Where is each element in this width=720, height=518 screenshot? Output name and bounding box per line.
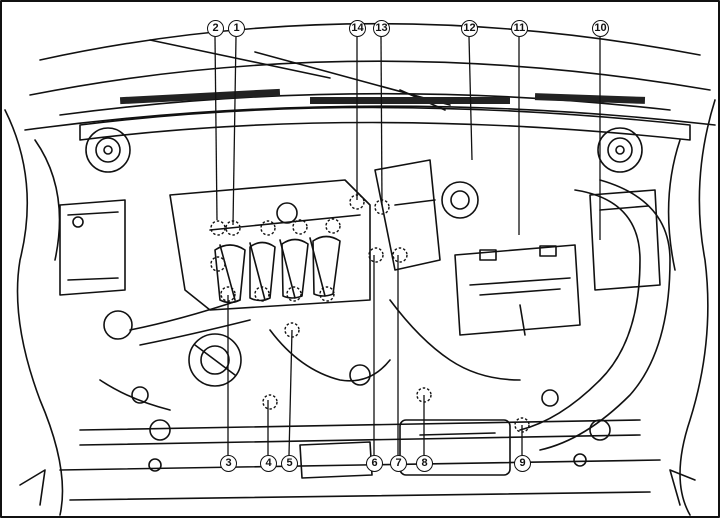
callout-4: 4: [260, 455, 277, 472]
callout-2: 2: [207, 20, 224, 37]
callout-5: 5: [281, 455, 298, 472]
callout-13: 13: [373, 20, 390, 37]
callout-14: 14: [349, 20, 366, 37]
callout-8-label: 8: [421, 457, 428, 469]
callout-11: 11: [511, 20, 528, 37]
callout-12: 12: [461, 20, 478, 37]
callout-4-label: 4: [265, 457, 272, 469]
callout-9: 9: [514, 455, 531, 472]
callout-1-label: 1: [233, 22, 240, 34]
callout-6-label: 6: [371, 457, 378, 469]
callout-6: 6: [366, 455, 383, 472]
callout-9-label: 9: [519, 457, 526, 469]
callout-14-label: 14: [351, 22, 364, 34]
callout-1: 1: [228, 20, 245, 37]
callout-13-label: 13: [375, 22, 388, 34]
callout-10: 10: [592, 20, 609, 37]
callout-5-label: 5: [286, 457, 293, 469]
callout-7-label: 7: [395, 457, 402, 469]
callout-2-label: 2: [212, 22, 219, 34]
callout-7: 7: [390, 455, 407, 472]
callout-3-label: 3: [225, 457, 232, 469]
callout-8: 8: [416, 455, 433, 472]
callout-12-label: 12: [463, 22, 476, 34]
callout-10-label: 10: [594, 22, 607, 34]
callout-11-label: 11: [513, 22, 526, 34]
callout-3: 3: [220, 455, 237, 472]
